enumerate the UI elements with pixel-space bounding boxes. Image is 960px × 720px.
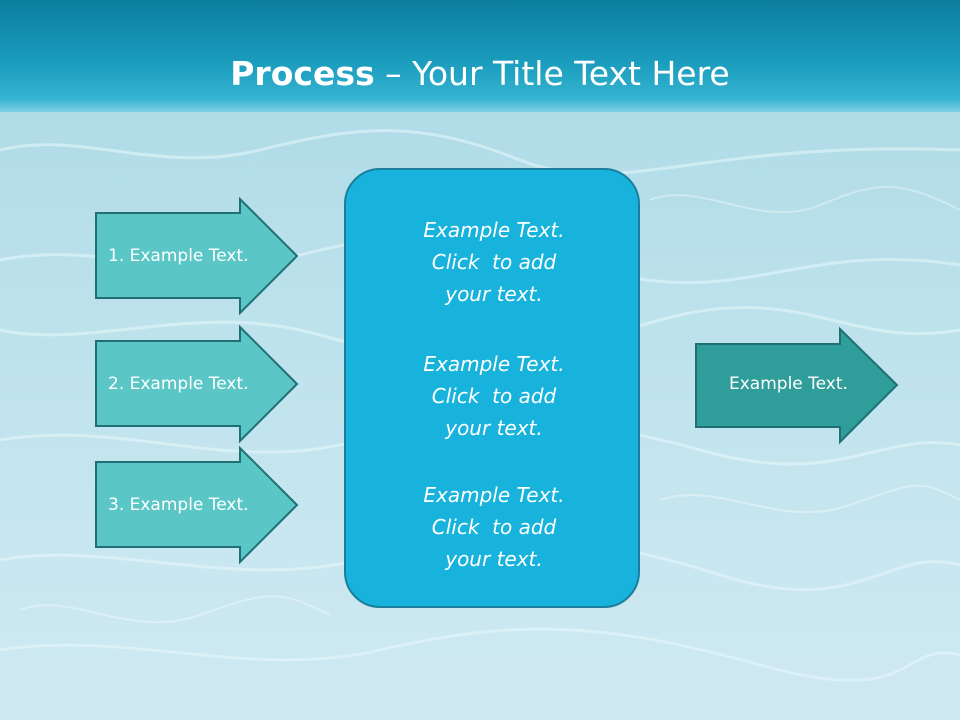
right-arrow[interactable] <box>695 326 899 445</box>
center-block-line: your text. <box>445 416 543 440</box>
center-block-line: your text. <box>445 547 543 571</box>
center-block-line: Example Text. <box>423 218 565 242</box>
center-block-line: Click to add <box>431 384 557 408</box>
left-arrow-3[interactable] <box>95 445 299 565</box>
left-arrow-1[interactable] <box>95 196 299 316</box>
center-block-line: Example Text. <box>423 483 565 507</box>
center-block-2: Example Text. Click to add your text. <box>346 348 642 444</box>
title-bold: Process <box>230 54 375 93</box>
right-arrow-label: Example Text. <box>729 374 848 394</box>
center-block-3: Example Text. Click to add your text. <box>346 479 642 575</box>
center-block-1: Example Text. Click to add your text. <box>346 214 642 310</box>
title-rest: – Your Title Text Here <box>374 54 730 93</box>
center-block-line: Example Text. <box>423 352 565 376</box>
center-block-line: Click to add <box>431 250 557 274</box>
left-arrow-2-label: 2. Example Text. <box>108 374 249 394</box>
left-arrow-2[interactable] <box>95 324 299 444</box>
center-block-line: your text. <box>445 282 543 306</box>
left-arrow-1-label: 1. Example Text. <box>108 246 249 266</box>
title-bar <box>0 0 960 112</box>
center-text-box[interactable]: Example Text. Click to add your text. Ex… <box>344 168 640 608</box>
page-title: Process – Your Title Text Here <box>0 52 960 96</box>
center-block-line: Click to add <box>431 515 557 539</box>
left-arrow-3-label: 3. Example Text. <box>108 495 249 515</box>
